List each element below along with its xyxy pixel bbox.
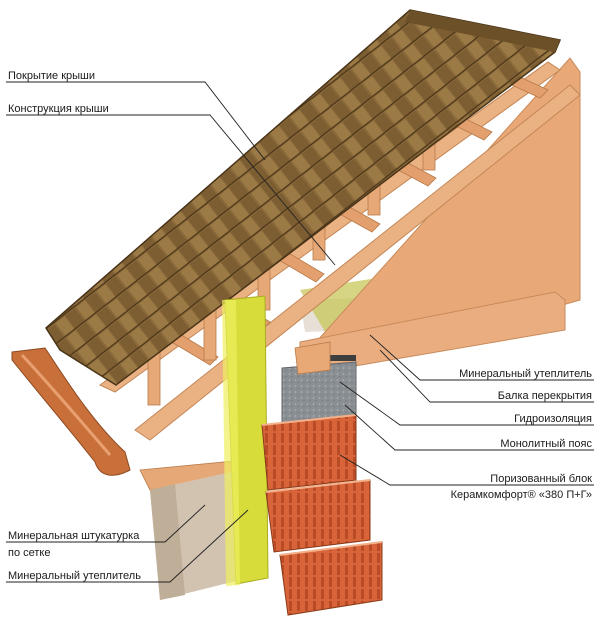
gutter	[11, 347, 131, 476]
label-mineral-plaster: Минеральная штукатурка	[8, 530, 140, 542]
label-mineral-plaster-mesh: по сетке	[8, 547, 50, 559]
beam-end	[294, 341, 331, 375]
mineral-plaster-shade	[150, 484, 185, 600]
label-roof-covering: Покрытие крыши	[8, 70, 95, 82]
label-mineral-insulation-right: Минеральный утеплитель	[459, 368, 592, 380]
label-waterproofing: Гидроизоляция	[514, 413, 592, 425]
label-monolithic-belt: Монолитный пояс	[500, 438, 592, 450]
label-mineral-insulation-left: Минеральный утеплитель	[8, 570, 141, 582]
label-floor-beam: Балка перекрытия	[498, 390, 592, 402]
label-roof-structure: Конструкция крыши	[8, 103, 109, 115]
porous-blocks	[261, 414, 383, 616]
label-porous-block-model: Керамкомфорт® «380 П+Г»	[451, 489, 592, 501]
roof-edge	[405, 10, 560, 52]
label-porous-block: Поризованный блок	[490, 473, 592, 485]
mineral-insulation-strip	[222, 300, 240, 586]
leader-lines	[6, 81, 594, 583]
